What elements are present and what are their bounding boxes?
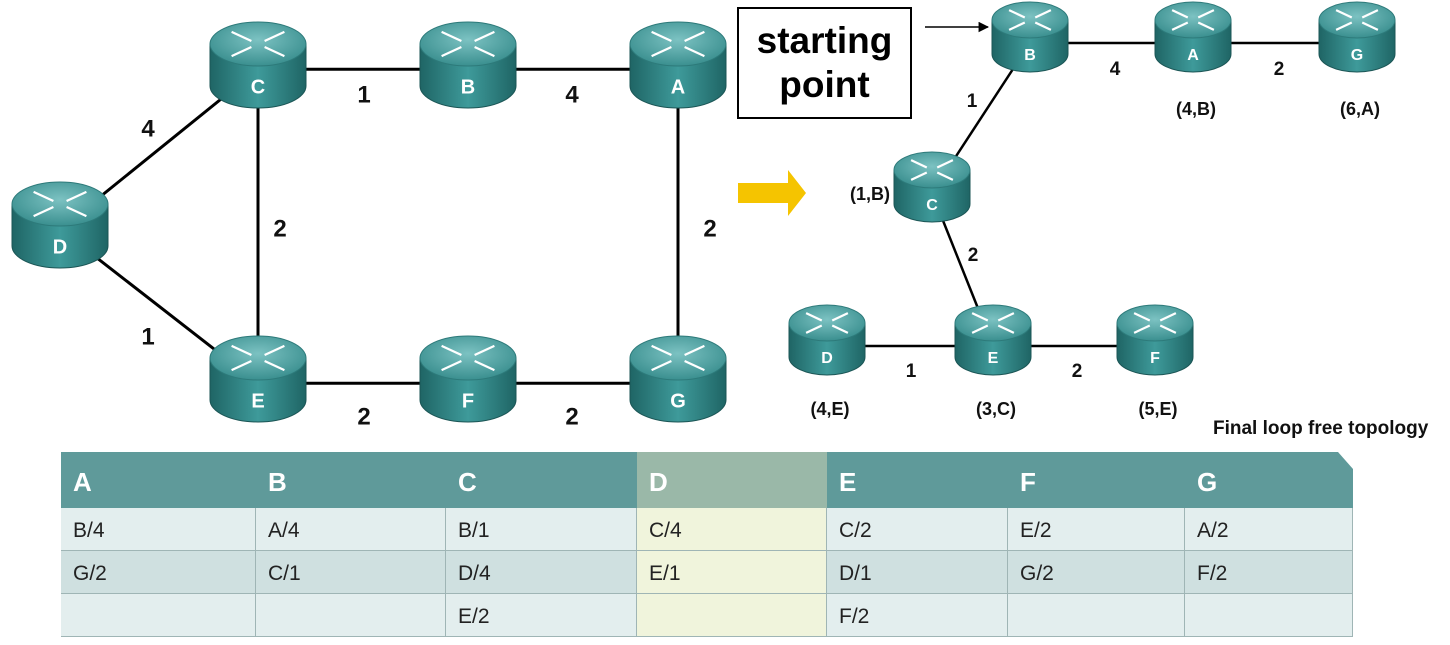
table-cell: E/2 [446,594,637,637]
graph-router-C: C [209,21,307,109]
table-cell [637,594,827,637]
router-arrows-icon [33,190,87,218]
table-cell: A/4 [256,508,446,551]
tree-cost-E-F: 2 [1072,361,1083,382]
table-header-B: B [268,467,287,497]
tree-annotation-C: (1,B) [850,184,890,204]
router-arrows-icon [231,30,285,58]
starting-point-label: starting point [737,7,912,119]
table-cell: G/2 [61,551,256,594]
table-cell: F/2 [827,594,1008,637]
router-label: F [462,390,474,412]
tree-router-C: C [893,151,971,223]
table-cell [61,594,256,637]
table-header: A B C D E F G [61,452,1353,508]
table-cell [256,594,446,637]
router-arrows-icon [1335,9,1379,31]
table-header-A: A [73,467,92,497]
tree-router-D: D [788,304,866,376]
router-label: C [251,76,265,98]
router-label: D [53,236,67,258]
table-cell: B/4 [61,508,256,551]
router-label: F [1150,350,1160,367]
table-cell: E/1 [637,551,827,594]
table-header-F: F [1020,467,1036,497]
table-header-C: C [458,467,477,497]
router-label: G [670,390,686,412]
transition-arrow-icon [738,170,806,216]
router-label: B [1024,47,1036,64]
tree-router-F: F [1116,304,1194,376]
table-cell: D/1 [827,551,1008,594]
table-header-G: G [1197,467,1218,497]
table-cell: C/1 [256,551,446,594]
tree-annotation-F: (5,E) [1138,399,1177,419]
router-arrows-icon [441,344,495,372]
router-arrows-icon [651,344,705,372]
router-label: C [926,197,938,214]
graph-cost-A-G: 2 [703,215,716,242]
topology-caption: Final loop free topology [1213,418,1429,439]
router-label: A [671,76,685,98]
table-cell: G/2 [1008,551,1185,594]
graph-router-G: G [629,335,727,423]
table-header-D: D [649,467,668,497]
graph-cost-D-E: 1 [141,323,154,350]
graph-cost-C-E: 2 [273,215,286,242]
graph-router-A: A [629,21,727,109]
table-cell: A/2 [1185,508,1353,551]
tree-router-A: A [1154,1,1232,73]
table-cell [1008,594,1185,637]
router-arrows-icon [805,312,849,334]
tree-cost-A-G: 2 [1274,59,1285,80]
table-cell [1185,594,1353,637]
graph-router-B: B [419,21,517,109]
router-label: D [821,350,833,367]
graph-router-E: E [209,335,307,423]
router-arrows-icon [231,344,285,372]
table-cell: D/4 [446,551,637,594]
tree-annotation-E: (3,C) [976,399,1016,419]
graph-cost-B-A: 4 [565,81,579,108]
graph-cost-D-C: 4 [141,115,155,142]
router-label: A [1187,47,1199,64]
tree-annotation-G: (6,A) [1340,99,1380,119]
router-arrows-icon [971,312,1015,334]
tree-annotation-A: (4,B) [1176,99,1216,119]
router-arrows-icon [910,159,954,181]
table-header-E: E [839,467,857,497]
router-arrows-icon [651,30,705,58]
tree-cost-B-A: 4 [1110,59,1121,80]
tree-cost-C-E: 2 [968,245,979,266]
tree-cost-B-C: 1 [967,91,978,112]
table-cell: B/1 [446,508,637,551]
graph-router-F: F [419,335,517,423]
router-arrows-icon [441,30,495,58]
graph-cost-E-F: 2 [357,403,370,430]
tree-cost-D-E: 1 [906,361,917,382]
table-cell: E/2 [1008,508,1185,551]
table-cell: F/2 [1185,551,1353,594]
router-label: G [1351,47,1363,64]
tree-router-E: E [954,304,1032,376]
tree-router-B: B [991,1,1069,73]
router-label: E [988,350,999,367]
graph-cost-C-B: 1 [357,81,370,108]
table-header-bg [61,452,1353,508]
graph-router-D: D [11,181,109,269]
tree-router-G: G [1318,1,1396,73]
tree-annotation-D: (4,E) [810,399,849,419]
graph-cost-F-G: 2 [565,403,578,430]
router-arrows-icon [1008,9,1052,31]
table-cell: C/2 [827,508,1008,551]
router-arrows-icon [1171,9,1215,31]
table-cell: C/4 [637,508,827,551]
router-label: E [251,390,264,412]
router-arrows-icon [1133,312,1177,334]
router-label: B [461,76,475,98]
